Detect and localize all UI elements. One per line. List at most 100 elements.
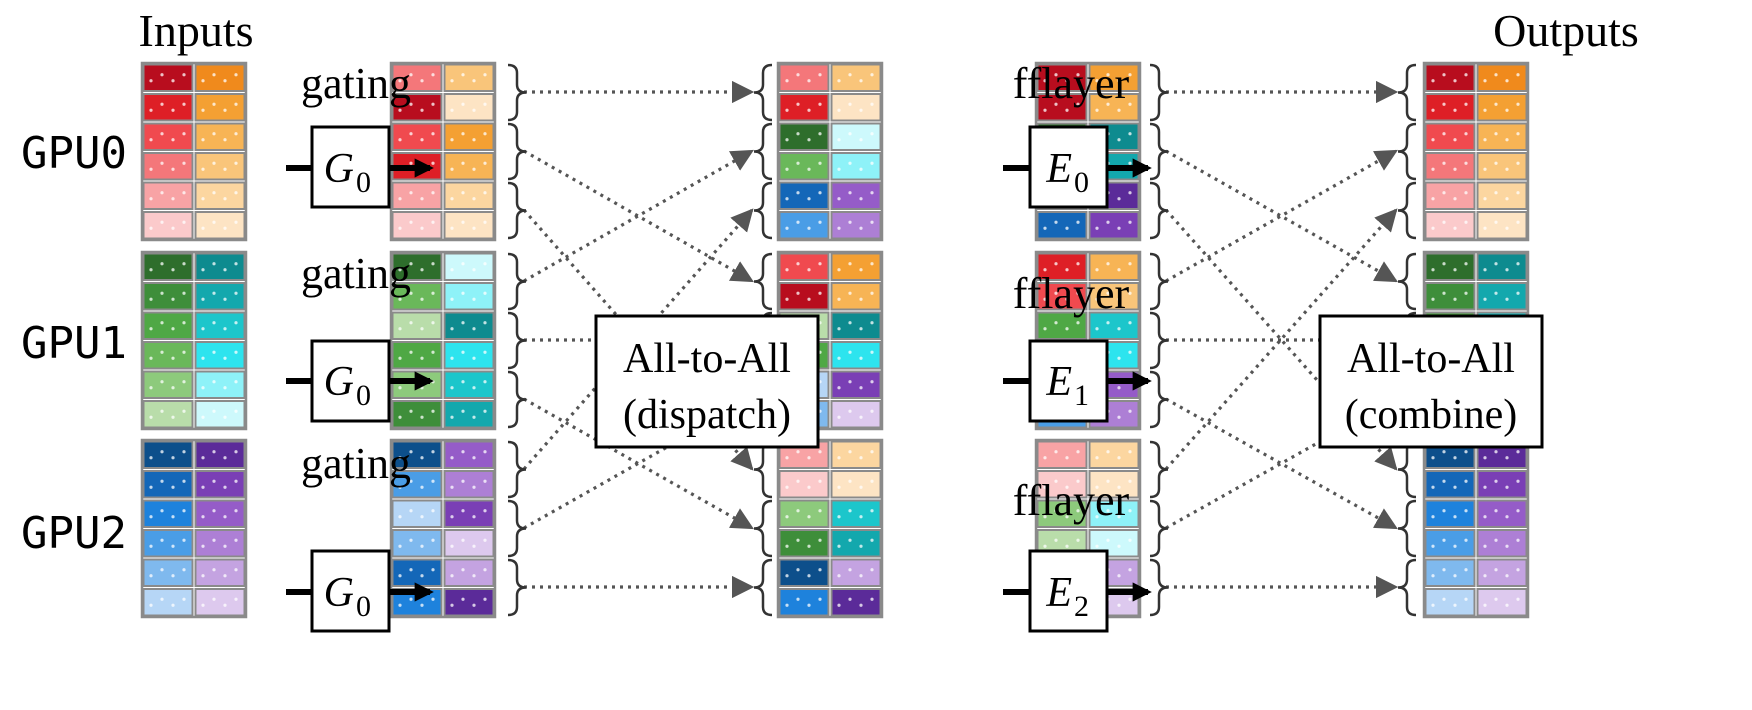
token-texture	[223, 603, 227, 607]
token-texture	[149, 79, 153, 83]
token-texture	[1516, 191, 1520, 195]
token-texture	[483, 321, 487, 325]
token-texture	[796, 102, 800, 106]
token-texture	[182, 538, 186, 542]
token-cell	[1036, 311, 1088, 340]
token-cell	[1088, 499, 1140, 528]
token-cell	[1088, 311, 1140, 340]
token-texture	[182, 102, 186, 106]
token-texture	[182, 291, 186, 295]
token-texture	[420, 574, 424, 578]
input-tokens-gpu2	[140, 438, 248, 619]
token-texture	[1483, 297, 1487, 301]
token-cell	[1036, 470, 1088, 499]
token-cell	[142, 529, 194, 558]
token-texture	[1431, 456, 1435, 460]
token-texture	[450, 603, 454, 607]
token-texture	[1483, 79, 1487, 83]
token-texture	[409, 262, 413, 266]
token-cell	[778, 499, 830, 528]
token-texture	[234, 479, 238, 483]
token-texture	[461, 479, 465, 483]
token-texture	[450, 356, 454, 360]
token-texture	[1043, 327, 1047, 331]
token-texture	[1054, 450, 1058, 454]
token-cell	[1424, 181, 1476, 210]
token-cell	[443, 122, 495, 151]
token-texture	[398, 226, 402, 230]
token-cell	[1424, 470, 1476, 499]
token-texture	[1505, 167, 1509, 171]
token-texture	[483, 538, 487, 542]
token-texture	[1076, 102, 1080, 106]
token-texture	[420, 544, 424, 548]
input-tokens-gpu1	[140, 250, 248, 431]
token-texture	[171, 297, 175, 301]
token-texture	[431, 450, 435, 454]
token-texture	[483, 380, 487, 384]
token-texture	[1054, 291, 1058, 295]
token-texture	[1483, 268, 1487, 272]
token-texture	[1128, 220, 1132, 224]
token-texture	[212, 220, 216, 224]
token-texture	[870, 509, 874, 513]
token-texture	[796, 73, 800, 77]
combine-line1: All-to-All	[1347, 336, 1515, 382]
token-texture	[837, 108, 841, 112]
token-texture	[420, 386, 424, 390]
grouping-brace	[507, 252, 527, 311]
token-cell	[778, 122, 830, 151]
token-texture	[171, 485, 175, 489]
token-texture	[1065, 268, 1069, 272]
token-texture	[234, 350, 238, 354]
token-texture	[1464, 220, 1468, 224]
token-texture	[234, 262, 238, 266]
token-cell	[1476, 499, 1528, 528]
token-texture	[431, 350, 435, 354]
token-texture	[1453, 197, 1457, 201]
token-texture	[409, 102, 413, 106]
dispatch-box: All-to-All (dispatch)	[594, 314, 820, 449]
token-texture	[1453, 167, 1457, 171]
token-texture	[1494, 291, 1498, 295]
token-texture	[859, 138, 863, 142]
token-texture	[182, 450, 186, 454]
token-texture	[1065, 297, 1069, 301]
token-cell	[391, 499, 443, 528]
token-texture	[160, 220, 164, 224]
token-texture	[785, 456, 789, 460]
token-cell	[778, 558, 830, 587]
token-cell	[391, 558, 443, 587]
token-cell	[778, 529, 830, 558]
token-cell	[194, 499, 246, 528]
dispatched-tokens-gpu2	[776, 438, 884, 619]
token-texture	[483, 191, 487, 195]
token-texture	[859, 456, 863, 460]
token-texture	[212, 479, 216, 483]
token-texture	[461, 597, 465, 601]
token-texture	[472, 268, 476, 272]
token-texture	[461, 102, 465, 106]
token-texture	[1442, 509, 1446, 513]
token-texture	[848, 291, 852, 295]
token-texture	[1483, 108, 1487, 112]
dispatched-tokens-gpu0	[776, 61, 884, 242]
token-texture	[859, 197, 863, 201]
token-texture	[1128, 161, 1132, 165]
token-texture	[870, 161, 874, 165]
token-texture	[149, 574, 153, 578]
token-texture	[420, 268, 424, 272]
token-texture	[431, 509, 435, 513]
token-texture	[1431, 485, 1435, 489]
token-texture	[472, 197, 476, 201]
svg-text:G: G	[324, 570, 354, 616]
token-texture	[1483, 544, 1487, 548]
token-texture	[848, 321, 852, 325]
token-texture	[1106, 220, 1110, 224]
grouping-brace	[507, 499, 527, 558]
token-texture	[1516, 479, 1520, 483]
svg-text:E: E	[1045, 570, 1072, 616]
token-texture	[870, 321, 874, 325]
token-texture	[212, 568, 216, 572]
token-cell	[1476, 282, 1528, 311]
